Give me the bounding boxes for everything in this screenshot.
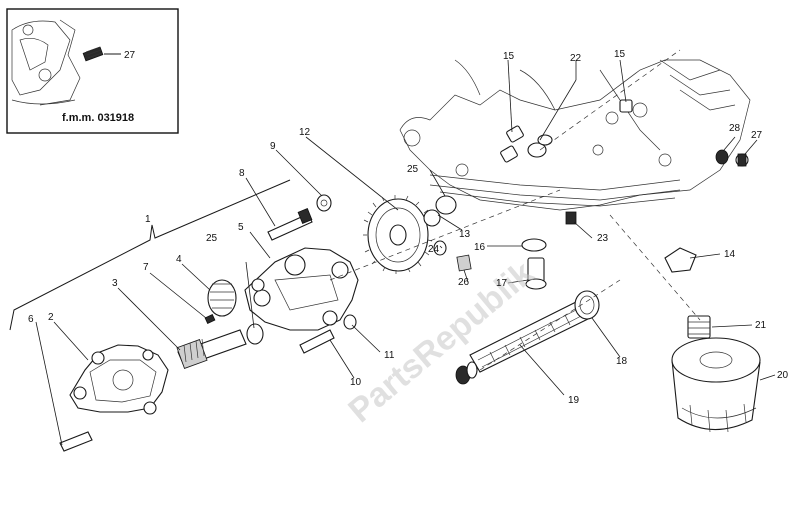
pump-body <box>244 247 359 331</box>
callout-18: 18 <box>616 356 628 367</box>
engine-case <box>399 59 751 211</box>
callout-labels: 1 2 3 4 5 6 7 8 9 10 11 12 13 14 15 15 1… <box>28 49 789 406</box>
callout-16: 16 <box>474 242 486 253</box>
inset-caption: f.m.m. 031918 <box>62 112 134 124</box>
pump-cover <box>69 344 169 415</box>
callout-11: 11 <box>384 350 395 361</box>
callout-19: 19 <box>568 395 580 406</box>
callout-25a: 25 <box>206 233 218 244</box>
callout-20: 20 <box>777 370 789 381</box>
callout-8: 8 <box>239 168 245 179</box>
callout-10: 10 <box>350 377 362 388</box>
inset-callout-27: 27 <box>124 50 136 61</box>
callout-7: 7 <box>143 262 149 273</box>
callout-15a: 15 <box>503 51 515 62</box>
callout-28: 28 <box>729 123 741 134</box>
seal-ring <box>574 290 600 320</box>
callout-12: 12 <box>299 127 311 138</box>
callout-22: 22 <box>570 53 582 64</box>
callout-15b: 15 <box>614 49 626 60</box>
small-gear <box>207 279 237 317</box>
callout-17: 17 <box>496 278 508 289</box>
callout-21: 21 <box>755 320 767 331</box>
callout-2: 2 <box>48 312 54 323</box>
filter-nipple <box>687 315 711 339</box>
callout-5: 5 <box>238 222 244 233</box>
assembly-lines <box>329 49 701 371</box>
callout-3: 3 <box>112 278 118 289</box>
leader-lines <box>35 59 776 446</box>
oil-filter <box>671 337 761 433</box>
callout-13: 13 <box>459 229 471 240</box>
drive-gear <box>363 195 433 274</box>
inset-screw <box>82 46 104 62</box>
callout-27: 27 <box>751 130 763 141</box>
callout-23: 23 <box>597 233 609 244</box>
inset-detail: 27 f.m.m. 031918 <box>6 8 179 134</box>
callout-9: 9 <box>270 141 276 152</box>
callout-25b: 25 <box>407 164 419 175</box>
callout-6: 6 <box>28 314 34 325</box>
callout-24: 24 <box>428 244 440 255</box>
small-parts <box>59 149 749 452</box>
group-bracket <box>9 179 291 331</box>
callout-14: 14 <box>724 249 736 260</box>
callout-26: 26 <box>458 277 470 288</box>
lock-plate <box>664 247 697 273</box>
pump-gear-shaft <box>176 329 247 369</box>
callout-1: 1 <box>145 214 151 225</box>
callout-4: 4 <box>176 254 182 265</box>
